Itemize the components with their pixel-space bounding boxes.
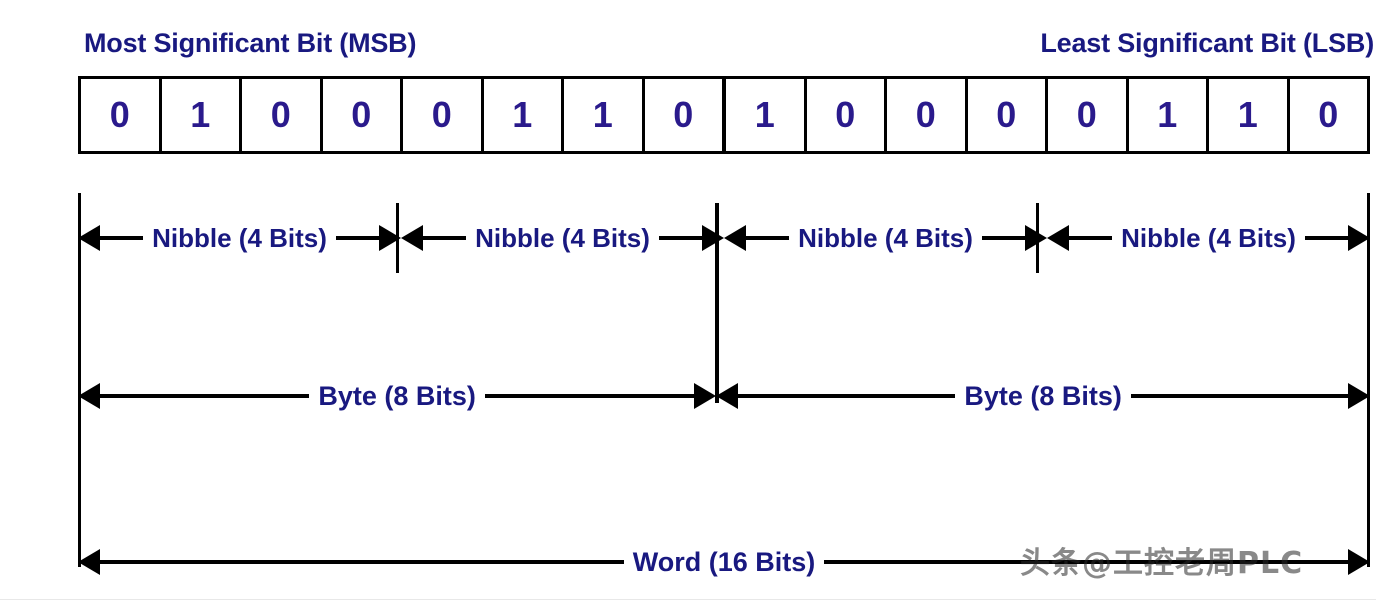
arrow-right-icon — [694, 383, 717, 409]
nibble-segment-2: Nibble (4 Bits) — [401, 218, 725, 258]
word-segment: Word (16 Bits) — [78, 542, 1371, 582]
measure-rule — [746, 236, 790, 240]
measure-rule — [1130, 394, 1348, 398]
measure-rule — [658, 236, 703, 240]
bit-cell: 1 — [564, 79, 645, 151]
arrow-right-icon — [1348, 549, 1371, 575]
byte-segment-1: Byte (8 Bits) — [78, 376, 717, 416]
bit-cell: 0 — [887, 79, 968, 151]
bit-cell: 0 — [807, 79, 887, 151]
arrow-right-icon — [1347, 383, 1370, 409]
nibble-label: Nibble (4 Bits) — [1112, 225, 1305, 251]
bit-cell: 0 — [1048, 79, 1129, 151]
nibble-label: Nibble (4 Bits) — [466, 225, 659, 251]
arrow-left-icon — [78, 383, 100, 409]
nibble-segment-4: Nibble (4 Bits) — [1047, 218, 1371, 258]
bit-cell: 0 — [323, 79, 403, 151]
bit-cell: 1 — [162, 79, 242, 151]
bit-cell: 0 — [81, 79, 162, 151]
measure-rule — [824, 560, 1349, 564]
measure-rule — [1069, 236, 1113, 240]
guide-line-byte-split — [715, 203, 719, 403]
nibble-segment-3: Nibble (4 Bits) — [724, 218, 1048, 258]
arrow-right-icon — [1348, 225, 1371, 251]
arrow-left-icon — [1047, 225, 1069, 251]
arrow-left-icon — [401, 225, 423, 251]
bit-cell: 0 — [1318, 94, 1339, 135]
bit-cell: 0 — [968, 79, 1048, 151]
bit-row: 0 1 0 0 0 1 1 0 1 0 0 0 0 1 1 0 — [78, 76, 1370, 154]
measure-rule — [100, 560, 624, 564]
byte-segment-2: Byte (8 Bits) — [716, 376, 1370, 416]
measure-rule — [738, 394, 956, 398]
bit-cell: 0 — [242, 79, 323, 151]
bit-cell: 0 — [645, 79, 726, 151]
guide-line-right — [1367, 193, 1370, 567]
bit-cell: 0 — [403, 79, 484, 151]
measure-rule — [423, 236, 467, 240]
bit-cell: 1 — [1129, 79, 1209, 151]
msb-label: Most Significant Bit (MSB) — [84, 28, 417, 58]
lsb-label: Least Significant Bit (LSB) — [1040, 28, 1374, 58]
nibble-measure-row: Nibble (4 Bits) Nibble (4 Bits) Nibble (… — [78, 218, 1371, 258]
arrow-right-icon — [379, 225, 402, 251]
nibble-segment-1: Nibble (4 Bits) — [78, 218, 402, 258]
bit-cell: 1 — [1209, 79, 1290, 151]
arrow-left-icon — [78, 549, 100, 575]
measure-rule — [335, 236, 380, 240]
nibble-label: Nibble (4 Bits) — [143, 225, 336, 251]
measure-rule — [981, 236, 1026, 240]
nibble-label: Nibble (4 Bits) — [789, 225, 982, 251]
word-measure-row: Word (16 Bits) — [78, 542, 1371, 582]
word-label: Word (16 Bits) — [623, 548, 825, 576]
bit-cell: 1 — [484, 79, 564, 151]
arrow-left-icon — [78, 225, 100, 251]
bit-cell: 1 — [726, 79, 807, 151]
arrow-right-icon — [1025, 225, 1048, 251]
measure-rule — [100, 394, 310, 398]
byte-label: Byte (8 Bits) — [309, 382, 485, 410]
measure-rule — [100, 236, 144, 240]
byte-label: Byte (8 Bits) — [955, 382, 1131, 410]
measure-rule — [1304, 236, 1349, 240]
arrow-left-icon — [716, 383, 739, 409]
measure-rule — [484, 394, 695, 398]
arrow-right-icon — [702, 225, 725, 251]
byte-measure-row: Byte (8 Bits) Byte (8 Bits) — [78, 376, 1370, 416]
guide-line-left — [78, 193, 81, 567]
arrow-left-icon — [724, 225, 746, 251]
